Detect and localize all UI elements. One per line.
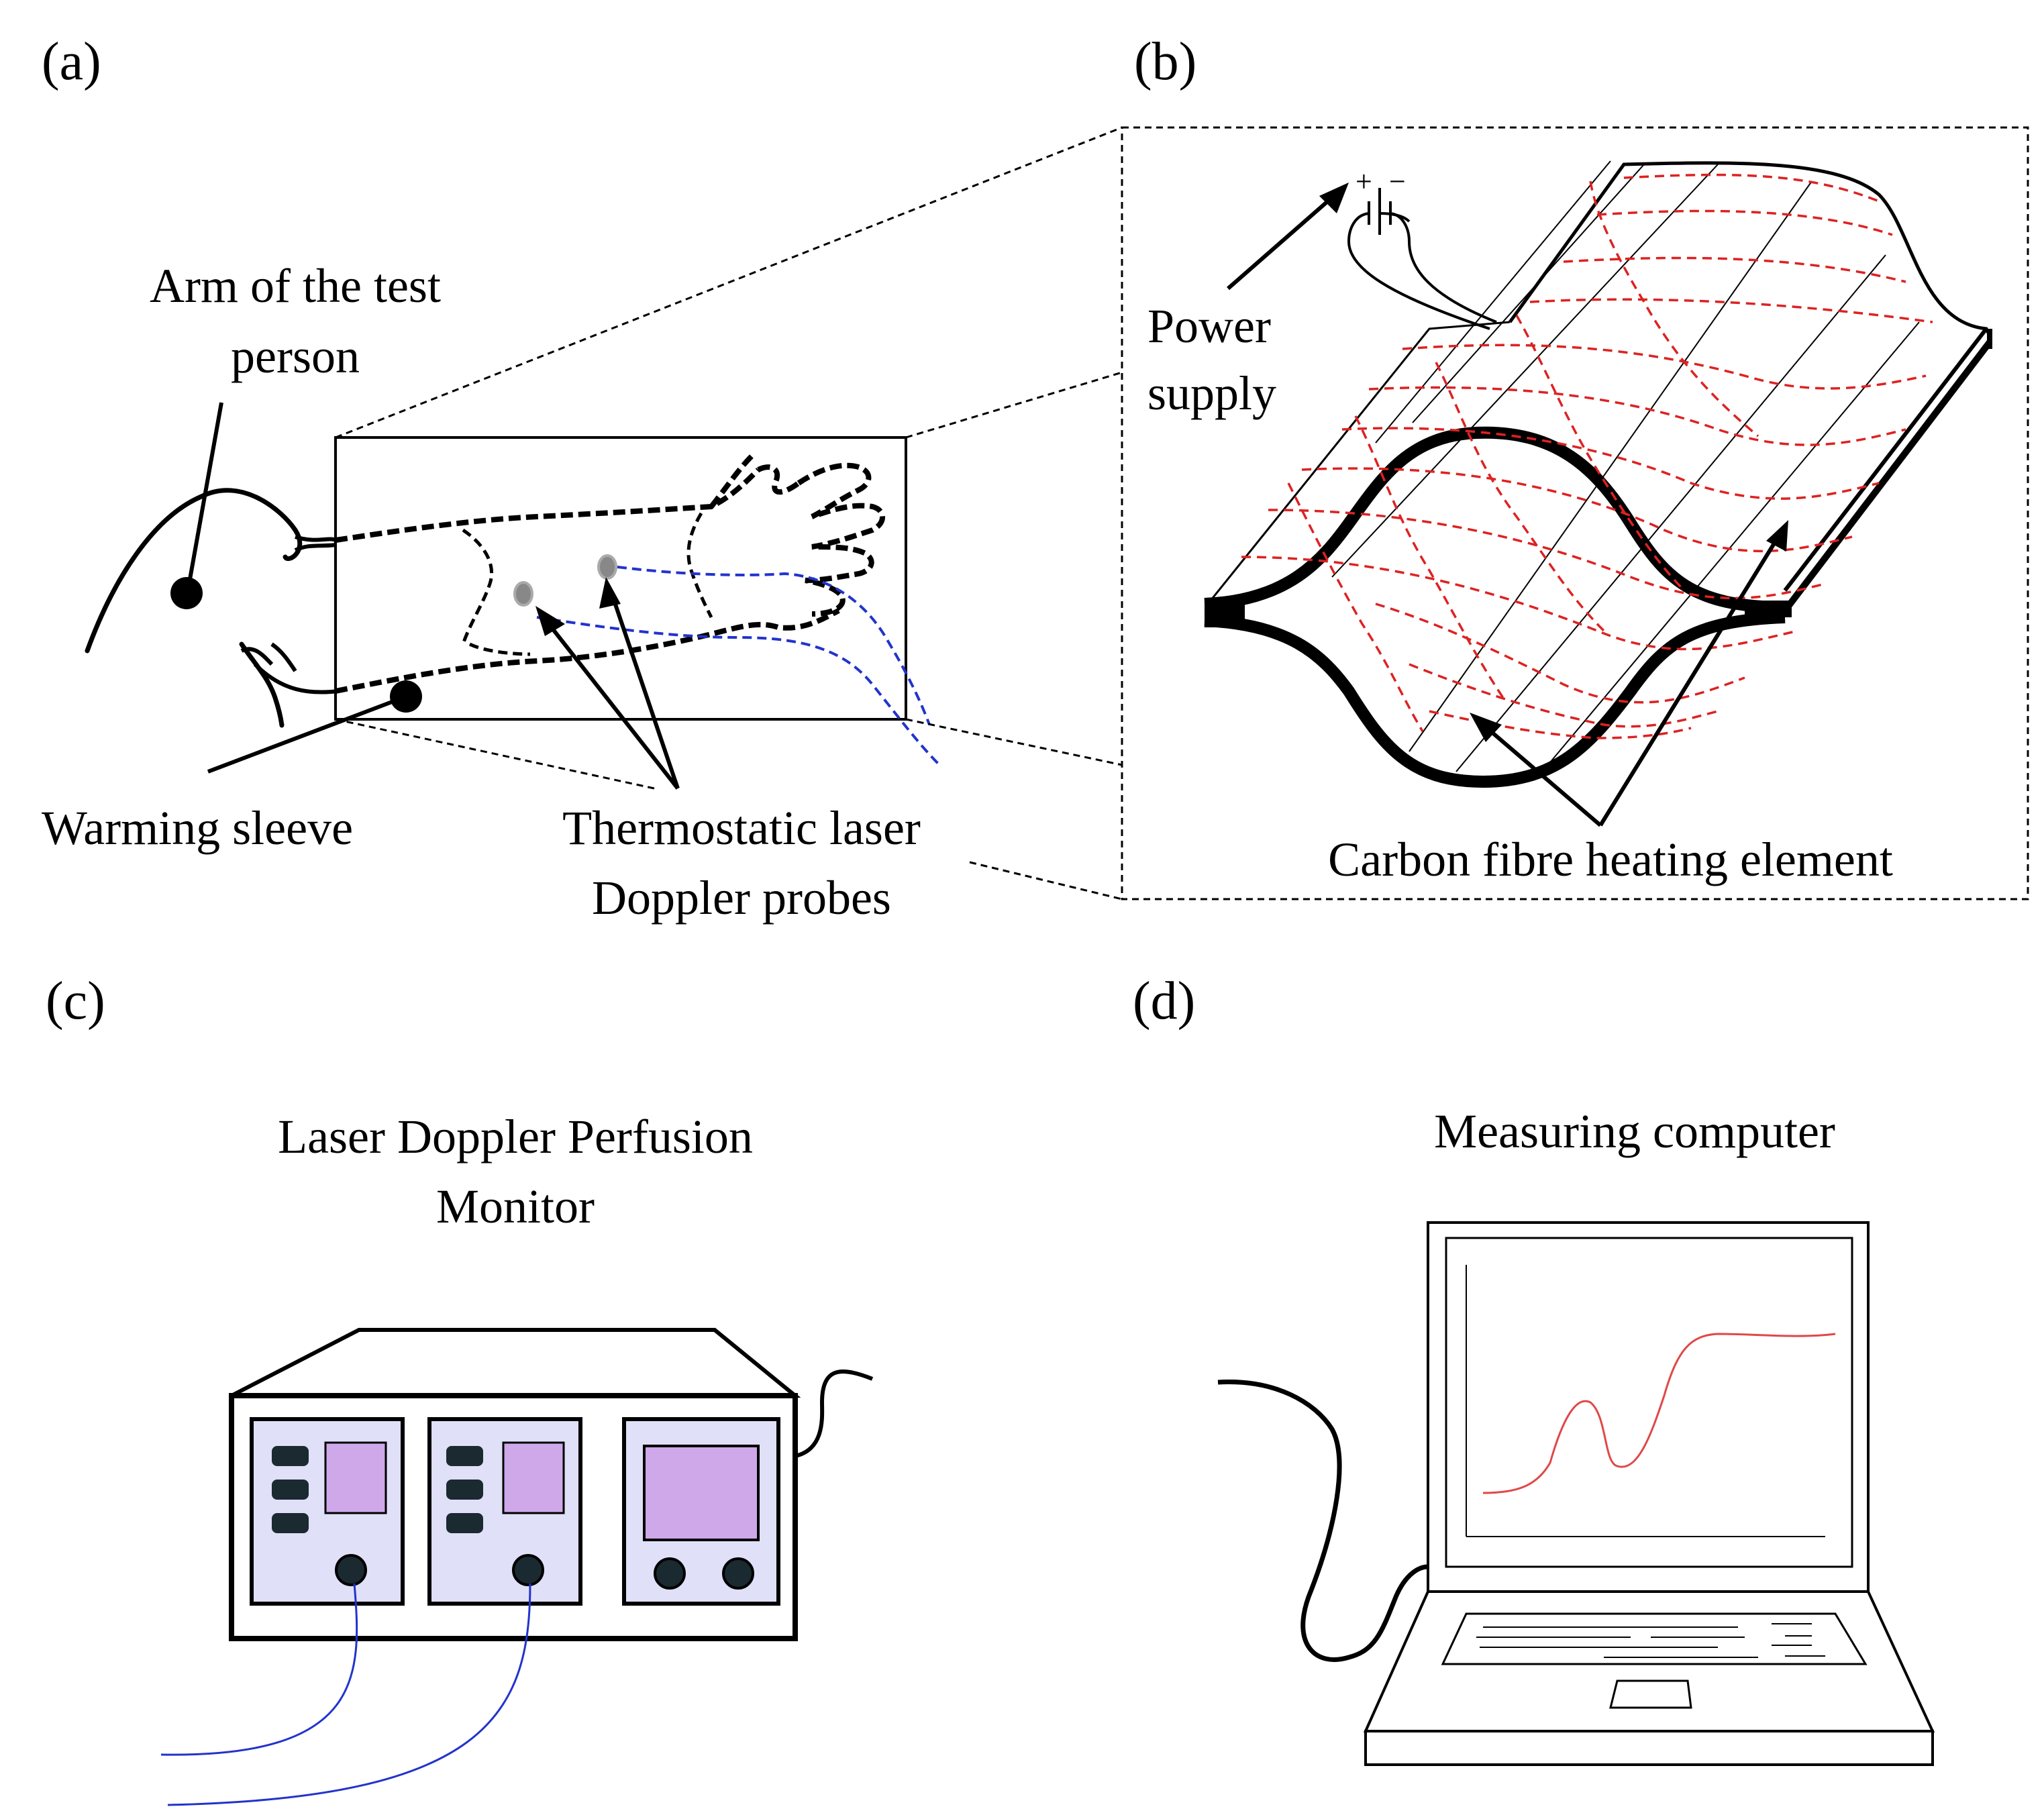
computer-cable (1217, 1380, 1429, 1662)
panel-b: (b) (1121, 32, 2029, 900)
arm-label-line2: person (231, 329, 360, 383)
probe-arrows (542, 590, 680, 790)
zoom-box (334, 436, 907, 721)
heating-label: Carbon fibre heating element (1328, 833, 1893, 886)
module-2-button-3[interactable] (446, 1513, 483, 1533)
lower-arm-edge (253, 662, 340, 694)
wrist-lines (461, 512, 713, 656)
probe-marker-1 (513, 581, 533, 607)
panel-c: (c) Laser Doppler Perfusion Monitor (46, 972, 874, 1806)
panel-c-label: (c) (46, 972, 105, 1031)
panel-b-label: (b) (1134, 32, 1196, 91)
module-2-probe-socket[interactable] (512, 1554, 544, 1586)
probe-arrowhead-2 (599, 577, 621, 609)
module-2-screen (502, 1441, 565, 1514)
heating-arrows (1482, 535, 1780, 827)
sleeve-leader-line (207, 696, 404, 774)
upper-arm-outline (85, 488, 303, 654)
power-label-line2: supply (1147, 366, 1276, 420)
elbow-outline (239, 641, 285, 728)
power-arrowhead (1319, 183, 1349, 213)
probes-label-line2: Doppler probes (592, 871, 891, 925)
panel-d: (d) Measuring computer (1133, 972, 1935, 1766)
module-1-button-2[interactable] (272, 1480, 309, 1500)
module-3-knob-1[interactable] (654, 1557, 686, 1590)
probe-cable-1 (160, 1583, 358, 1756)
probes-label-line1: Thermostatic laser (562, 801, 921, 855)
profile-top (1204, 426, 1786, 613)
monitor-title-line2: Monitor (436, 1180, 595, 1233)
sleeve-label: Warming sleeve (42, 801, 353, 855)
profile-right-cap (1745, 601, 1792, 617)
module-1-button-1[interactable] (272, 1446, 309, 1466)
module-3-screen (643, 1445, 760, 1541)
power-label-line1: Power (1147, 299, 1271, 353)
probe-marker-2 (597, 554, 617, 580)
probe-cable-2 (167, 1583, 531, 1806)
monitor-title-line1: Laser Doppler Perfusion (278, 1110, 753, 1163)
zoom-projection-lines (335, 126, 1123, 900)
elbow-crease-2 (270, 642, 297, 672)
heating-arrowhead-2 (1766, 520, 1788, 552)
minus-sign: − (1389, 165, 1406, 198)
module-1-button-3[interactable] (272, 1513, 309, 1533)
panel-a: (a) (42, 32, 1123, 925)
monitor-top (230, 1328, 801, 1398)
module-3-knob-2[interactable] (722, 1557, 754, 1590)
module-2-button-2[interactable] (446, 1480, 483, 1500)
plus-sign: + (1356, 165, 1372, 198)
module-1-screen (324, 1441, 387, 1514)
laptop-front-edge (1364, 1730, 1934, 1766)
keyboard-keys (1476, 1623, 1825, 1658)
profile-bottom (1204, 611, 1786, 788)
elbow-crease (240, 647, 274, 666)
arm-leader-line (186, 402, 223, 591)
monitor-module-1 (250, 1417, 405, 1606)
laptop-touchpad[interactable] (1609, 1679, 1692, 1709)
sleeve-dot (390, 680, 422, 713)
upper-arm-edge-2 (294, 543, 336, 552)
monitor-module-2 (427, 1417, 582, 1606)
module-1-probe-socket[interactable] (335, 1554, 367, 1586)
probe-cables (536, 566, 941, 766)
upper-arm-edge (295, 535, 337, 542)
module-2-button-1[interactable] (446, 1446, 483, 1466)
profile-left-cap (1205, 601, 1245, 627)
computer-title: Measuring computer (1434, 1104, 1835, 1158)
heating-arrowhead-1 (1470, 713, 1502, 742)
arm-dot (170, 577, 203, 609)
panel-a-label: (a) (42, 32, 101, 91)
panel-d-label: (d) (1133, 972, 1195, 1031)
forearm-dashed-outline (335, 454, 885, 694)
perfusion-curve (1482, 1333, 1836, 1494)
monitor-power-cable (795, 1369, 874, 1458)
laptop-keyboard[interactable] (1441, 1612, 1868, 1665)
heating-wires (1241, 173, 1933, 739)
arm-label-line1: Arm of the test (150, 259, 441, 313)
probe-arrowhead-1 (535, 606, 565, 636)
monitor-module-3 (622, 1417, 780, 1606)
battery-symbol (1347, 188, 1497, 330)
detail-box (1121, 126, 2029, 900)
laptop-display (1445, 1237, 1853, 1568)
power-arrow-line (1227, 193, 1337, 291)
